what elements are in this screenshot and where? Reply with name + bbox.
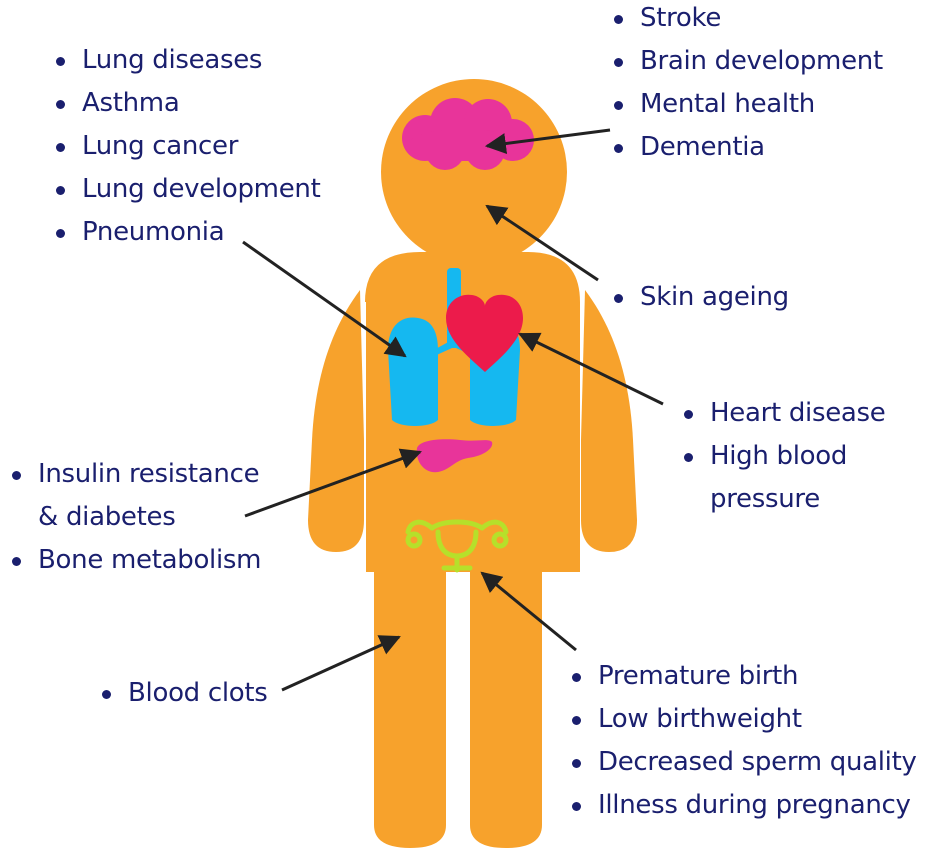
list-item: Dementia <box>612 126 883 169</box>
list-item: Lung cancer <box>54 125 320 168</box>
left-arm <box>308 290 364 552</box>
list-item: Skin ageing <box>612 276 789 319</box>
list-item: Bone metabolism <box>10 539 261 582</box>
right-arm <box>581 290 637 552</box>
list-item-continuation: & diabetes <box>10 496 261 539</box>
lung-conditions-list: Lung diseases Asthma Lung cancer Lung de… <box>54 39 320 254</box>
list-item: Heart disease <box>682 392 885 435</box>
list-item: Decreased sperm quality <box>570 741 917 784</box>
list-item: Lung diseases <box>54 39 320 82</box>
list-item-continuation: pressure <box>682 478 885 521</box>
list-item: Illness during pregnancy <box>570 784 917 827</box>
list-item: Stroke <box>612 0 883 40</box>
list-item: Insulin resistance <box>10 453 261 496</box>
list-item: Blood clots <box>100 672 268 715</box>
skin-conditions-list: Skin ageing <box>612 276 789 319</box>
list-item: Asthma <box>54 82 320 125</box>
leg-conditions-list: Blood clots <box>100 672 268 715</box>
list-item: High blood <box>682 435 885 478</box>
metabolic-conditions-list: Insulin resistance & diabetes Bone metab… <box>10 453 261 582</box>
list-item: Premature birth <box>570 655 917 698</box>
list-item: Lung development <box>54 168 320 211</box>
reproductive-conditions-list: Premature birth Low birthweight Decrease… <box>570 655 917 827</box>
heart-conditions-list: Heart disease High blood pressure <box>682 392 885 521</box>
list-item: Mental health <box>612 83 883 126</box>
leg-gap <box>446 572 470 852</box>
list-item: Brain development <box>612 40 883 83</box>
list-item: Low birthweight <box>570 698 917 741</box>
brain-conditions-list: Stroke Brain development Mental health D… <box>612 0 883 169</box>
list-item: Pneumonia <box>54 211 320 254</box>
